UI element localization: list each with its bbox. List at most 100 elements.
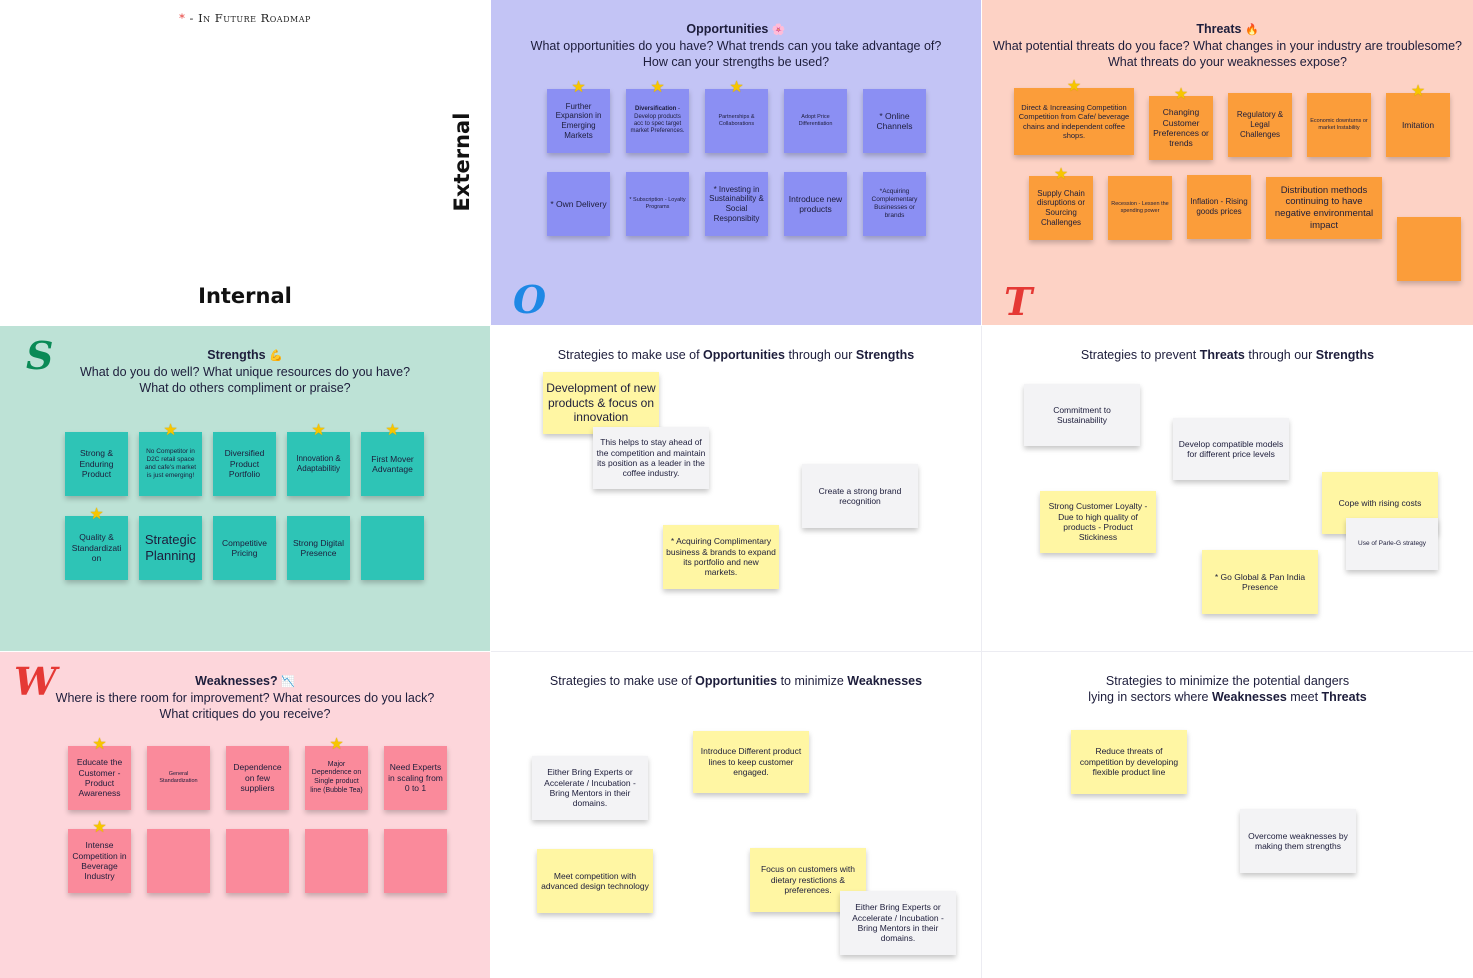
opportunity-note-8[interactable]: * Investing in Sustainability & Social R…	[705, 172, 768, 236]
threat-note-9[interactable]: Distribution methods continuing to have …	[1266, 177, 1382, 239]
weakness-note-1[interactable]: Educate the Customer - Product Awareness…	[68, 737, 131, 810]
opportunity-note-10[interactable]: *Acquiring Complementary Businesses or b…	[863, 172, 926, 236]
strengths-question-1: What do you do well? What unique resourc…	[79, 365, 411, 379]
fire-emoji: 🔥	[1244, 24, 1259, 36]
strength-note-text: First Mover Advantage	[371, 453, 414, 474]
weaknesses-title: Weaknesses?	[195, 674, 278, 688]
opportunity-note-2[interactable]: Diversification - Develop products acc t…	[626, 80, 689, 153]
muscle-emoji: 💪	[269, 350, 283, 362]
strength-note-9[interactable]: Strong Digital Presence	[287, 516, 350, 580]
threat-note-8[interactable]: Inflation - Rising goods prices	[1187, 175, 1251, 239]
weakness-note-5[interactable]: Need Experts in scaling from 0 to 1	[384, 746, 447, 810]
threat-note-6[interactable]: Supply Chain disruptions or Sourcing Cha…	[1029, 167, 1093, 240]
opportunity-note-text: Diversification - Develop products acc t…	[630, 106, 685, 135]
strength-note-text: Strategic Planning	[144, 532, 197, 563]
weakness-note-text: Dependence on few suppliers	[233, 762, 282, 794]
weakness-note-text: Intense Competition in Beverage Industry	[72, 840, 127, 882]
opportunity-note-4[interactable]: Adopt Price Differentiation	[784, 89, 847, 153]
opportunity-note-5[interactable]: * Online Channels	[863, 89, 926, 153]
weakness-note-4[interactable]: Major Dependence on Single product line …	[305, 737, 368, 810]
threat-note-3[interactable]: Regulatory & Legal Challenges	[1228, 93, 1292, 157]
star-icon: ★	[729, 79, 744, 96]
weaknesses-letter: W	[14, 659, 57, 704]
ow-note-experts-2[interactable]: Either Bring Experts or Accelerate / Inc…	[840, 891, 956, 955]
star-icon: ★	[92, 819, 107, 836]
star-icon: ★	[385, 422, 400, 439]
star-icon: ★	[163, 422, 178, 439]
threat-note-10[interactable]	[1397, 217, 1461, 281]
weakness-note-7[interactable]	[147, 829, 210, 893]
weakness-note-3[interactable]: Dependence on few suppliers	[226, 746, 289, 810]
so-note-brand-recognition[interactable]: Create a strong brand recognition	[802, 464, 918, 528]
strengths-title: Strengths	[207, 348, 266, 362]
flower-emoji: 🌸	[771, 24, 786, 36]
so-note-acquiring[interactable]: * Acquiring Complimentary business & bra…	[663, 525, 779, 589]
opportunity-note-bold-text: Diversification	[634, 106, 677, 113]
st-note-parle-g[interactable]: Use of Parle-G strategy	[1346, 518, 1438, 570]
star-icon: ★	[1410, 83, 1426, 100]
weakness-note-8[interactable]	[226, 829, 289, 893]
strengths-letter: S	[26, 333, 54, 378]
weakness-note-6[interactable]: Intense Competition in Beverage Industry…	[68, 820, 131, 893]
strength-note-2[interactable]: No Competitor in D2C retail space and ca…	[139, 423, 202, 496]
st-note-price-levels[interactable]: Develop compatible models for different …	[1173, 418, 1289, 480]
strength-note-1[interactable]: Strong & Enduring Product	[65, 432, 128, 496]
ow-header-text-2: to minimize	[777, 674, 848, 688]
weaknesses-question-1: Where is there room for improvement? Wha…	[55, 691, 435, 705]
strength-note-8[interactable]: Competitive Pricing	[213, 516, 276, 580]
opportunities-question-2: How can your strengths be used?	[642, 55, 830, 69]
wt-header-text-2: meet	[1286, 690, 1322, 704]
weakness-note-text: Educate the Customer - Product Awareness	[76, 757, 123, 799]
star-icon: ★	[92, 736, 107, 753]
ow-note-design-technology[interactable]: Meet competition with advanced design te…	[537, 849, 653, 913]
strength-note-3[interactable]: Diversified Product Portfolio	[213, 432, 276, 496]
st-note-customer-loyalty[interactable]: Strong Customer Loyalty - Due to high qu…	[1040, 491, 1156, 553]
strength-note-text: Competitive Pricing	[222, 537, 267, 558]
weakness-note-9[interactable]	[305, 829, 368, 893]
weakness-note-10[interactable]	[384, 829, 447, 893]
strength-note-7[interactable]: Strategic Planning	[139, 516, 202, 580]
so-note-stay-ahead[interactable]: This helps to stay ahead of the competit…	[593, 427, 709, 489]
strength-note-5[interactable]: First Mover Advantage ★	[361, 423, 424, 496]
opportunity-note-3[interactable]: Partnerships & Collaborations★	[705, 80, 768, 153]
threat-note-text: Economic downturns or market Instability	[1310, 118, 1368, 131]
opportunity-note-7[interactable]: * Subscription - Loyalty Programs	[626, 172, 689, 236]
axis-external-label: External	[450, 112, 474, 212]
wt-header-line-1: Strategies to minimize the potential dan…	[1105, 674, 1350, 688]
opportunity-note-text: Further Expansion in Emerging Markets	[555, 101, 602, 140]
so-header-text-2: through our	[784, 348, 856, 362]
wt-header-weaknesses: Weaknesses	[1211, 690, 1287, 704]
threat-note-1[interactable]: Direct & Increasing Competition Competit…	[1014, 79, 1134, 155]
threats-letter: T	[1004, 279, 1033, 324]
strength-note-text: Strong & Enduring Product	[79, 448, 114, 480]
strength-note-6[interactable]: Quality & Standardizati on★	[65, 507, 128, 580]
weakness-note-text: Major Dependence on Single product line …	[310, 760, 363, 794]
wt-note-reduce-threats[interactable]: Reduce threats of competition by develop…	[1071, 730, 1187, 794]
threat-note-text: Changing Customer Preferences or trends	[1153, 107, 1209, 149]
strength-note-text: Strong Digital Presence	[292, 537, 345, 558]
star-icon: ★	[89, 506, 104, 523]
threat-note-text: Direct & Increasing Competition Competit…	[1018, 103, 1130, 140]
roadmap-marker: *	[179, 11, 186, 25]
threat-note-text: Inflation - Rising goods prices	[1190, 197, 1248, 216]
ow-header: Strategies to make use of Opportunities …	[491, 673, 981, 689]
threat-note-2[interactable]: Changing Customer Preferences or trends★	[1149, 87, 1213, 160]
strength-note-10[interactable]	[361, 516, 424, 580]
wt-note-overcome-weaknesses[interactable]: Overcome weaknesses by making them stren…	[1240, 809, 1356, 873]
opportunity-note-text: * Subscription - Loyalty Programs	[629, 197, 686, 210]
so-note-new-products[interactable]: Development of new products & focus on i…	[543, 372, 659, 434]
threat-note-7[interactable]: Recession - Lessen the spending power	[1108, 176, 1172, 240]
opportunity-note-9[interactable]: Introduce new products	[784, 172, 847, 236]
ow-header-text-1: Strategies to make use of	[549, 674, 696, 688]
st-note-sustainability[interactable]: Commitment to Sustainability	[1024, 384, 1140, 446]
threat-note-5[interactable]: Imitation★	[1386, 84, 1450, 157]
opportunity-note-1[interactable]: Further Expansion in Emerging Markets★	[547, 80, 610, 153]
strength-note-4[interactable]: Innovation & Adaptabilitiy★	[287, 423, 350, 496]
ow-note-experts-1[interactable]: Either Bring Experts or Accelerate / Inc…	[532, 756, 648, 820]
weakness-note-2[interactable]: General Standardization	[147, 746, 210, 810]
threat-note-4[interactable]: Economic downturns or market Instability	[1307, 93, 1371, 157]
opportunity-note-6[interactable]: * Own Delivery	[547, 172, 610, 236]
ow-note-product-lines[interactable]: Introduce Different product lines to kee…	[693, 731, 809, 793]
st-note-go-global[interactable]: * Go Global & Pan India Presence	[1202, 550, 1318, 614]
star-icon: ★	[311, 422, 326, 439]
